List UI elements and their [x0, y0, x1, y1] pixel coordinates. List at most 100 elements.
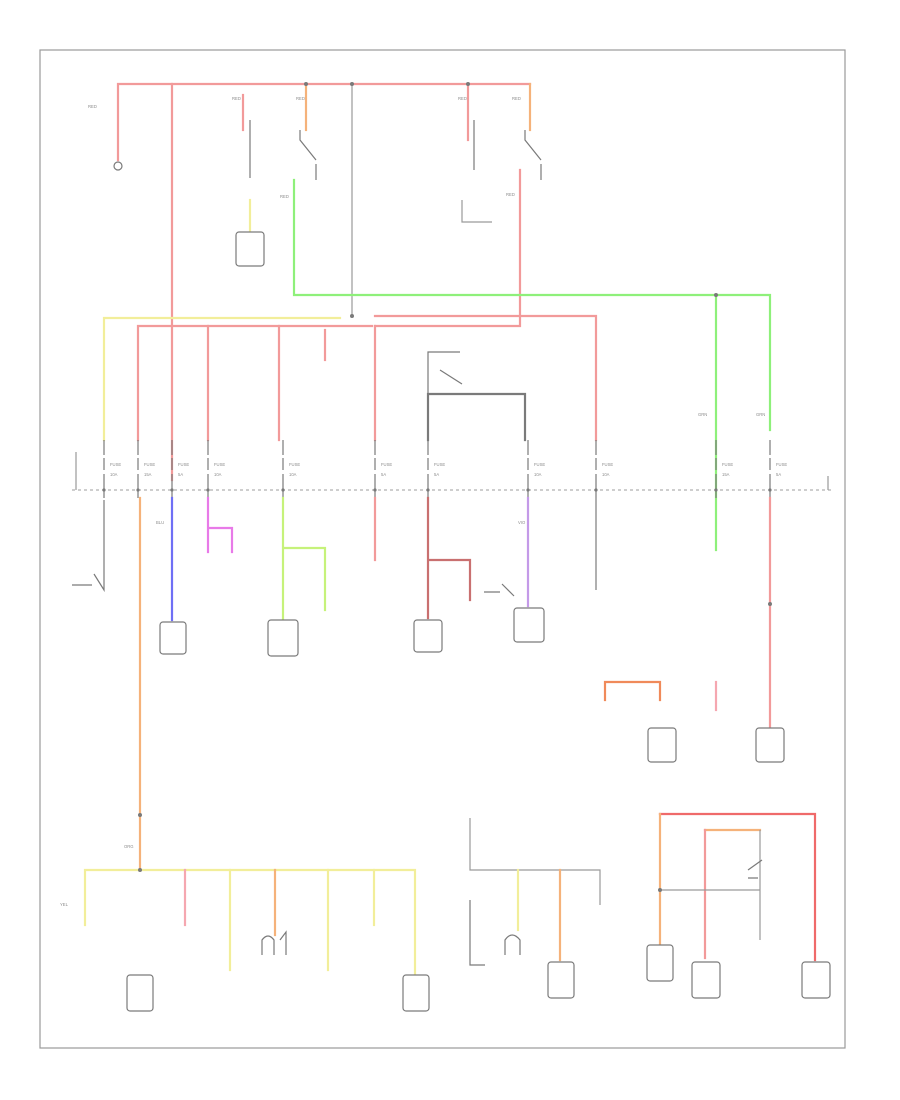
junction-dot	[658, 888, 662, 892]
fuse-bus-dot	[714, 488, 718, 492]
wire-gray-right-relay	[461, 200, 492, 223]
fuse-rating: 10A	[534, 472, 542, 477]
top-module-left	[235, 231, 265, 267]
fuse-feed-row	[102, 314, 598, 442]
fuse: FUSE 10A	[206, 440, 225, 498]
tail-light-module	[801, 961, 831, 999]
wire-code-label: VIO	[518, 520, 526, 525]
relay-module-a	[413, 619, 443, 653]
wire-code-label: GRN	[698, 412, 707, 417]
egr-module	[547, 961, 575, 999]
ground-terminal-left	[113, 161, 123, 171]
fuse-label: FUSE	[381, 462, 392, 467]
fuse-bus-dot	[768, 488, 772, 492]
relay-switch-right	[524, 130, 542, 180]
fuse-rating: 10A	[289, 472, 297, 477]
wire-yellow-bottom-bus	[83, 868, 417, 977]
wire-red-fuse-feed-right	[373, 314, 598, 442]
fuse: FUSE 5A	[170, 440, 189, 498]
fuse: FUSE 5A	[426, 440, 445, 498]
wire-yellow-fuse-feed	[102, 316, 342, 442]
transmission-module	[513, 607, 545, 643]
fuse-rating: 5A	[178, 472, 183, 477]
fuse-rating: 10A	[214, 472, 222, 477]
wire-code-label: RED	[280, 194, 289, 199]
fuse: FUSE 5A	[373, 440, 392, 498]
seat-module	[646, 944, 674, 982]
fuse-label: FUSE	[602, 462, 613, 467]
fuse-rating: 10A	[602, 472, 610, 477]
heater-module-b	[755, 727, 785, 763]
switch-violet	[484, 583, 515, 597]
fuse-label: FUSE	[434, 462, 445, 467]
fuse-label: FUSE	[214, 462, 225, 467]
wire-dark-orange-bridge	[603, 680, 662, 702]
wire-red-right-relay-down	[373, 168, 522, 328]
wire-gray-bus-bridge	[660, 830, 761, 940]
fuse-bus-dot	[136, 488, 140, 492]
wire-code-label: RED	[506, 192, 515, 197]
fuse-bus-dot	[170, 488, 174, 492]
junction-dot	[768, 602, 772, 606]
switch-bottom-right	[747, 859, 763, 879]
ecm-module	[267, 619, 299, 657]
fuse-rating: 15A	[722, 472, 730, 477]
fuse: FUSE 5A	[768, 440, 787, 498]
fuse-bus-dot	[594, 488, 598, 492]
junction-dot	[350, 82, 354, 86]
fuse: FUSE 10A	[594, 440, 613, 498]
mirror-module	[691, 961, 721, 999]
fuse-bus-dot	[426, 488, 430, 492]
ignition-coil-1	[126, 974, 154, 1012]
fuse-rating: 5A	[434, 472, 439, 477]
fuse-label: FUSE	[144, 462, 155, 467]
heater-module-a	[647, 727, 677, 763]
wire-magenta	[206, 496, 234, 554]
wire-red-main-feed	[116, 82, 532, 162]
fuse-rating: 10A	[110, 472, 118, 477]
wire-code-label: GRN	[756, 412, 765, 417]
coil-2-symbol	[261, 930, 287, 955]
fuse: FUSE 10A	[526, 440, 545, 498]
fuse-rating: 15A	[144, 472, 152, 477]
relay-switch-left	[299, 130, 317, 180]
junction-dot	[138, 813, 142, 817]
fuel-pump-module	[159, 621, 187, 655]
wire-code-label: ORG	[124, 844, 134, 849]
fuse-bus-dot	[373, 488, 377, 492]
fuse-label: FUSE	[178, 462, 189, 467]
fuse-bus-dot	[206, 488, 210, 492]
wire-code-label: RED	[512, 96, 521, 101]
diagram-frame	[39, 49, 846, 1049]
fuse-rating: 5A	[776, 472, 781, 477]
fuse-label: FUSE	[534, 462, 545, 467]
wire-code-label: RED	[296, 96, 305, 101]
lower-branches	[72, 496, 831, 1012]
fuse-bus-dot	[281, 488, 285, 492]
wire-green-feed	[292, 178, 772, 432]
junction-dot	[714, 293, 718, 297]
fuse: FUSE 15A	[136, 440, 155, 498]
wire-gray-relay-stub	[427, 351, 463, 394]
switch-left-gear	[72, 500, 105, 593]
switch-mid-bottom	[469, 900, 521, 966]
top-section	[113, 82, 772, 552]
wire-code-label: BLU	[156, 520, 164, 525]
fuse-bus-dot	[102, 488, 106, 492]
wire-code-label: RED	[88, 104, 97, 109]
fuse-rating: 5A	[381, 472, 386, 477]
wire-red-fuse-feed	[136, 324, 374, 442]
fuse-row: FUSE10AFUSE15AFUSE5AFUSE10AFUSE10AFUSE5A…	[102, 440, 787, 498]
junction-dot	[350, 314, 354, 318]
fuse-bus-dot	[526, 488, 530, 492]
wire-brown	[426, 496, 472, 620]
fuse-label: FUSE	[776, 462, 787, 467]
wire-gray-relay-block	[426, 392, 527, 442]
ignition-coil-4	[402, 974, 430, 1012]
junction-dot	[138, 868, 142, 872]
